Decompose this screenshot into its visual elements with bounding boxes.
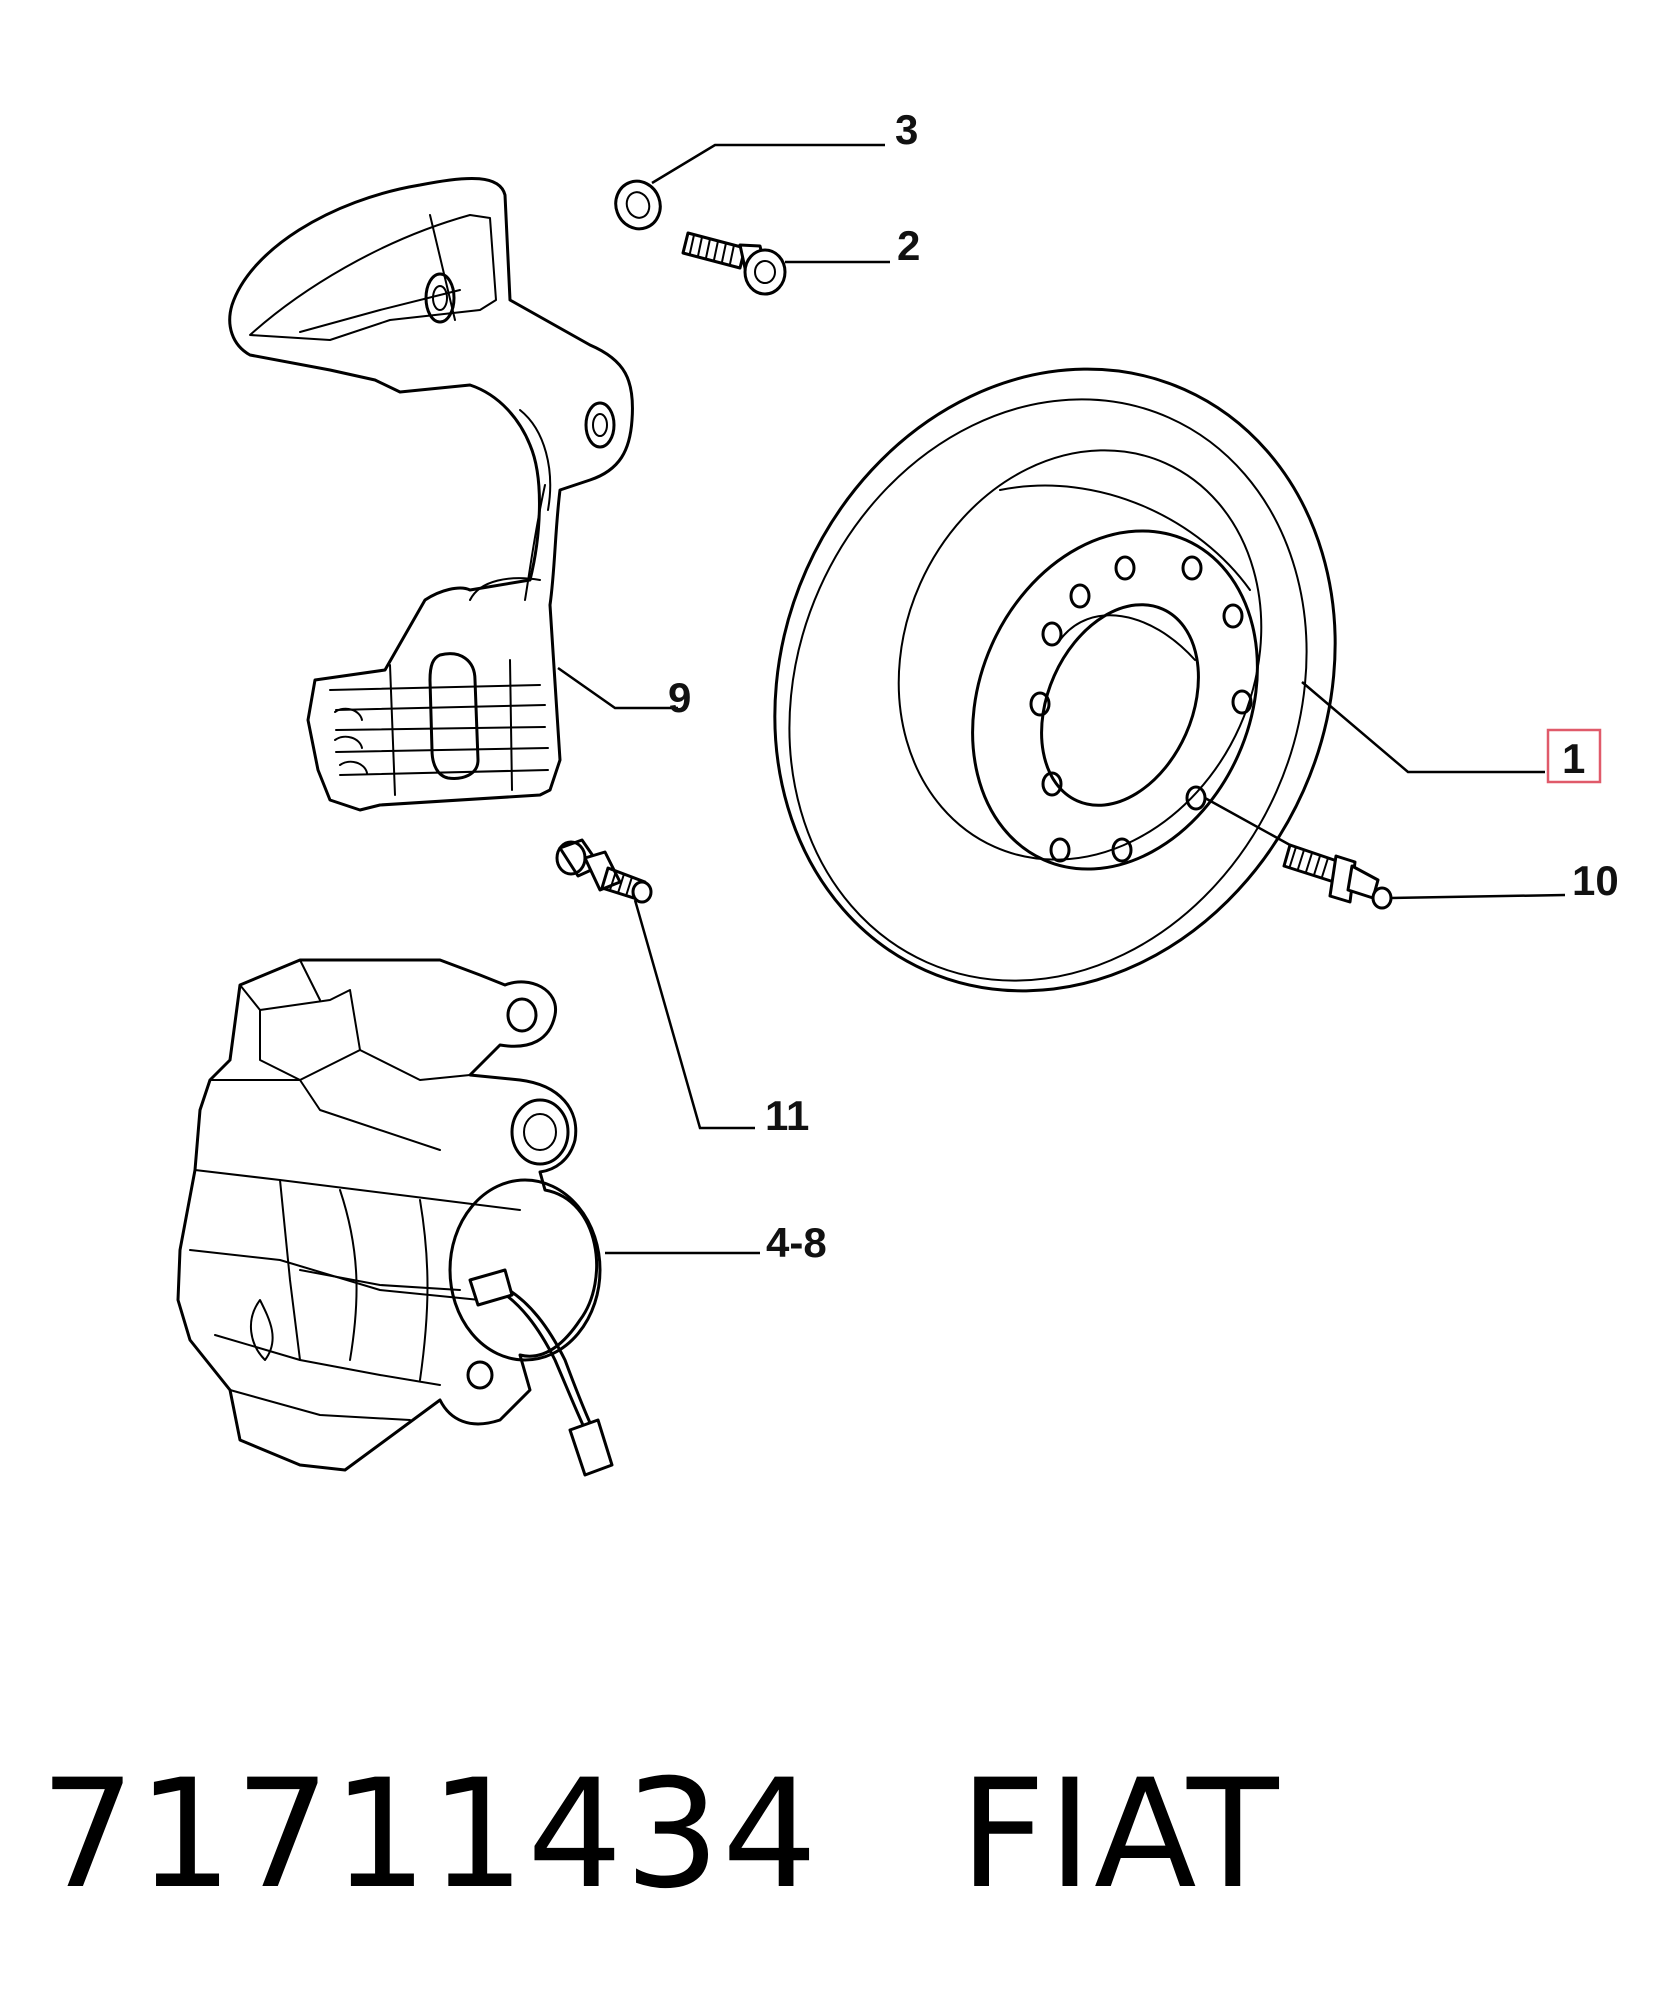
callout-4-8: 4-8 bbox=[766, 1219, 827, 1266]
disc-bolt-holes bbox=[1029, 555, 1253, 863]
footer-caption: 71711434 FIAT bbox=[40, 1760, 1281, 1920]
anchor-plate-part-9 bbox=[228, 177, 634, 812]
washer-part-3 bbox=[614, 179, 662, 231]
callout-2: 2 bbox=[897, 222, 920, 269]
leader-lines bbox=[557, 143, 1566, 1255]
brake-disc-part-1 bbox=[773, 367, 1337, 993]
callout-3: 3 bbox=[895, 106, 918, 153]
callout-1: 1 bbox=[1562, 735, 1585, 782]
callout-9: 9 bbox=[668, 674, 691, 721]
callout-10: 10 bbox=[1572, 857, 1619, 904]
callout-11: 11 bbox=[765, 1092, 809, 1139]
brand-name: FIAT bbox=[959, 1748, 1281, 1922]
bolt-part-2 bbox=[681, 231, 787, 296]
callout-1-highlight bbox=[1546, 728, 1602, 784]
brake-caliper-part-4-8 bbox=[176, 958, 614, 1477]
stud-part-10 bbox=[1282, 843, 1393, 910]
part-number: 71711434 bbox=[40, 1748, 820, 1922]
bolt-part-11 bbox=[555, 838, 653, 904]
